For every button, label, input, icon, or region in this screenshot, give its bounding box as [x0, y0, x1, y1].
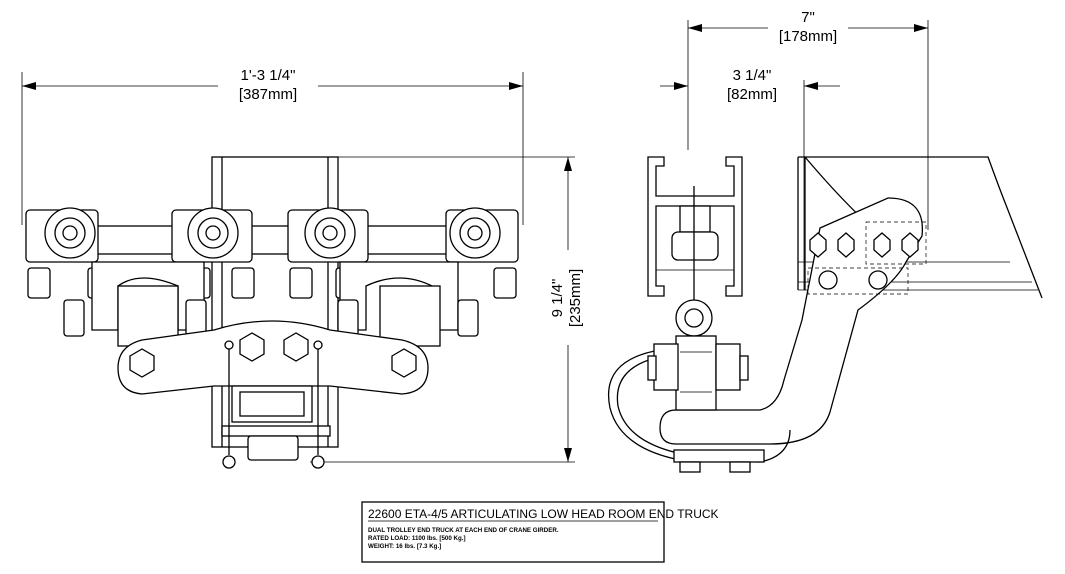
- side-view: 7" [178mm] 3 1/4" [82mm]: [608, 9, 1043, 473]
- wheel-assembly-1: [25, 207, 111, 299]
- left-bracket: [63, 261, 207, 347]
- side-partial-dimension: 3 1/4" [82mm]: [660, 67, 840, 290]
- width-metric-label: [387mm]: [239, 86, 297, 103]
- width-dimension: 1'-3 1/4" [387mm]: [21, 67, 524, 225]
- center-hanger: [221, 340, 331, 469]
- side-overall-imperial-label: 7": [801, 9, 815, 26]
- front-view: 1'-3 1/4" [387mm] 9 1/4" [235mm]: [21, 67, 584, 469]
- load-bar: [117, 320, 429, 395]
- mounting-plate: [659, 197, 927, 445]
- title-block-line-1: DUAL TROLLEY END TRUCK AT EACH END OF CR…: [368, 527, 559, 534]
- side-partial-metric-label: [82mm]: [727, 86, 777, 103]
- wheel-carrier-bar: [33, 225, 513, 255]
- height-metric-label: [235mm]: [567, 269, 584, 327]
- title-block-line-3: WEIGHT: 16 lbs. [7.3 Kg.]: [368, 543, 441, 550]
- rail-profile: [647, 156, 743, 300]
- side-overall-dimension: 7" [178mm]: [687, 9, 929, 230]
- articulating-joint: [608, 299, 791, 473]
- height-imperial-label: 9 1/4": [549, 279, 566, 318]
- width-imperial-label: 1'-3 1/4": [241, 67, 296, 84]
- title-block: 22600 ETA-4/5 ARTICULATING LOW HEAD ROOM…: [361, 501, 719, 563]
- side-overall-metric-label: [178mm]: [779, 28, 837, 45]
- side-partial-imperial-label: 3 1/4": [733, 67, 772, 84]
- title-block-line-2: RATED LOAD: 1100 lbs. [500 Kg.]: [368, 535, 466, 542]
- height-dimension: 9 1/4" [235mm]: [310, 156, 584, 463]
- right-bracket: [337, 261, 479, 347]
- title-block-title: 22600 ETA-4/5 ARTICULATING LOW HEAD ROOM…: [368, 507, 719, 521]
